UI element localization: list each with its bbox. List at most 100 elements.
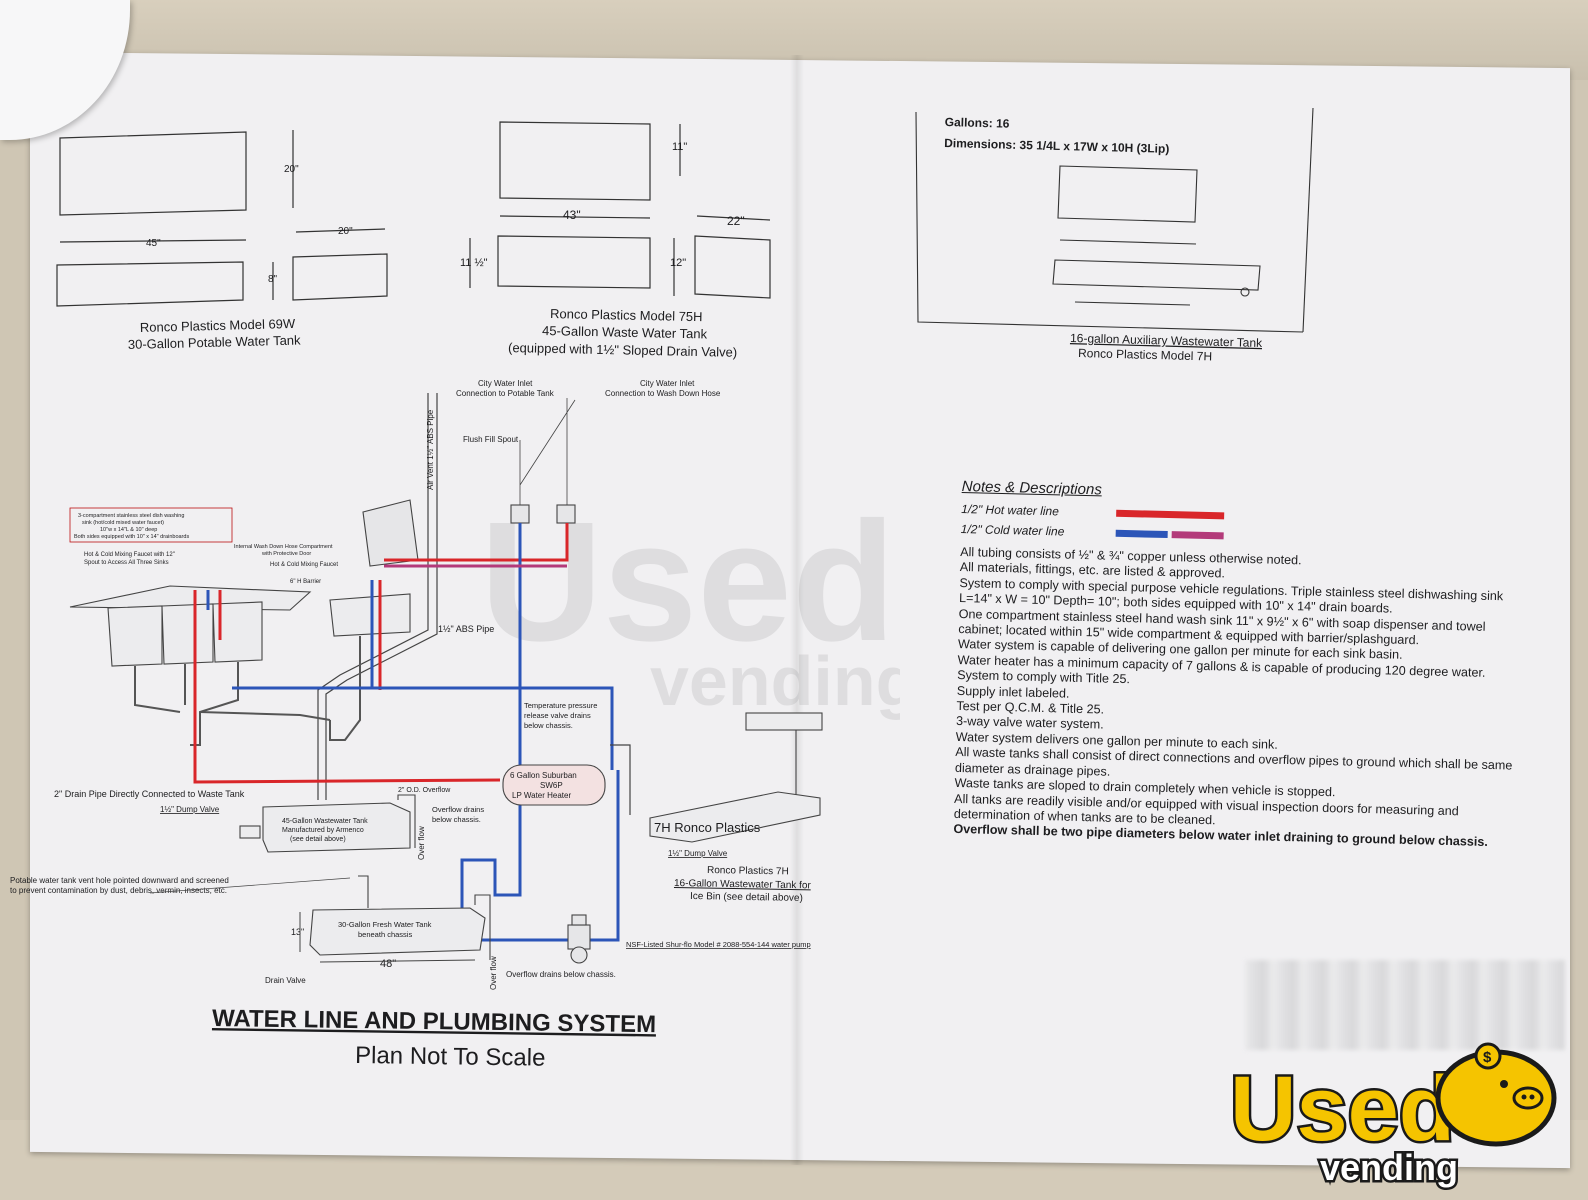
tank-7h-specs: Gallons: 16 Dimensions: 35 1/4L x 17W x …	[944, 112, 1170, 160]
city-inlets	[362, 499, 576, 567]
fresh-water-tank	[309, 875, 491, 960]
abs-pipe-label: 1½" ABS Pipe	[438, 624, 494, 634]
tank-75h-dim-w: 22"	[727, 214, 745, 228]
tank-75h-drawing	[469, 121, 771, 299]
tank-7h-top-view	[1057, 165, 1198, 223]
tank-7h-name: Ronco Plastics Model 7H	[1078, 346, 1212, 364]
ice-bin-label: 7H Ronco Plastics	[654, 820, 761, 835]
tank-69w-drawing	[56, 130, 388, 307]
water-pump	[567, 914, 591, 964]
tank-75h-name: Ronco Plastics Model 75H	[550, 306, 703, 324]
inlet-wash	[556, 504, 576, 524]
tank-69w-dim-d: 8"	[268, 274, 278, 285]
watermark-sub: vending	[650, 642, 900, 720]
logo-sub: vending	[1320, 1147, 1458, 1188]
waste-tank	[239, 794, 416, 853]
dim-line	[59, 239, 247, 243]
logo-word: Used	[1230, 1058, 1455, 1160]
sink-basin-1	[107, 605, 163, 667]
piggy-bank-icon: $	[1435, 1042, 1557, 1147]
page-fold	[790, 55, 804, 1165]
ice-dump-label: 1½" Dump Valve	[668, 849, 728, 858]
sink-note-2: sink (hot/cold mixed water faucet)	[82, 520, 164, 526]
tank-7h-frame	[915, 111, 1304, 333]
air-vent-label: Air Vent 1½" ABS Pipe	[426, 409, 435, 490]
watermark-word: Used	[480, 490, 896, 677]
ice-tank-label-1: Ronco Plastics 7H	[707, 865, 789, 877]
inlet-potable	[510, 504, 530, 524]
relief-pipe	[610, 744, 631, 815]
tank-69w-side-view	[292, 253, 388, 301]
tank-7h-drawing	[915, 107, 1314, 333]
heater-label-2: SW6P	[540, 781, 563, 790]
vent-hole-1: Potable water tank vent hole pointed dow…	[10, 876, 229, 885]
tank-69w-top-view	[59, 131, 247, 216]
blurred-stamp	[1245, 960, 1565, 1050]
svg-text:$: $	[1483, 1049, 1492, 1066]
fresh-tank-label-2: beneath chassis	[358, 930, 412, 939]
tank-69w-dim-w: 20"	[338, 226, 353, 237]
sink-basin-2	[161, 603, 214, 665]
city-inlet-wash-1: City Water Inlet	[640, 379, 695, 388]
diagram-title: WATER LINE AND PLUMBING SYSTEM	[212, 1005, 656, 1038]
od-overflow-label: 2" O.D. Overflow	[398, 787, 451, 794]
dim-line	[295, 228, 386, 233]
legend-hot-label: 1/2" Hot water line	[961, 501, 1060, 519]
waste-tank-label-3: (see detail above)	[290, 836, 346, 843]
drain-valve-label: Drain Valve	[265, 976, 306, 985]
cold-water-lines	[206, 523, 620, 942]
dim-line	[1059, 239, 1197, 245]
tank-75h-dim-l: 43"	[563, 208, 581, 222]
dim-line	[499, 215, 651, 219]
legend-mixed-swatch	[1171, 530, 1224, 539]
drain-pipe-label: 2" Drain Pipe Directly Connected to Wast…	[54, 789, 245, 799]
tank-75h-dim-h1: 11 ½"	[460, 257, 488, 269]
heater-label-1: 6 Gallon Suburban	[510, 771, 577, 780]
dish-sink	[69, 585, 411, 667]
sink-note-4: Both sides equipped with 10" x 14" drain…	[74, 534, 189, 540]
pump-label: NSF-Listed Shur-flo Model # 2088-554-144…	[626, 940, 811, 949]
faucet-label-3: Hot & Cold Mixing Faucet	[270, 562, 338, 568]
temp-valve-2: release valve drains	[524, 711, 591, 720]
temp-valve-1: Temperature pressure	[524, 701, 597, 710]
tank-75h-note: (equipped with 1½" Sloped Drain Valve)	[508, 340, 737, 360]
tank-75h-top-view	[499, 121, 651, 201]
faucet-label-2: Spout to Access All Three Sinks	[84, 560, 169, 566]
air-vent-pipe	[317, 393, 438, 800]
overflow-drains-2: below chassis.	[432, 815, 481, 824]
hose-comp-2: with Protective Door	[261, 551, 311, 557]
tank-69w-desc: 30-Gallon Potable Water Tank	[128, 332, 302, 352]
dim-line	[1074, 301, 1191, 306]
vent-hole-leader	[149, 877, 351, 894]
overflow-drains-1: Overflow drains	[432, 805, 484, 814]
sink-basin-3	[212, 601, 263, 663]
tank-75h-side-view	[694, 235, 771, 299]
over-flow-label: Over flow	[417, 826, 426, 860]
flush-fill-label: Flush Fill Spout	[463, 435, 519, 444]
tank-75h-front-view	[497, 235, 651, 289]
tank-7h-drain	[1240, 287, 1250, 297]
ice-tank-label-3: Ice Bin (see detail above)	[690, 891, 803, 904]
fresh-tank-label-1: 30-Gallon Fresh Water Tank	[338, 920, 432, 929]
legend-hot-swatch	[1116, 509, 1225, 519]
heater-label-3: LP Water Heater	[512, 791, 571, 800]
faucet-label-1: Hot & Cold Mixing Faucet with 12"	[84, 552, 175, 558]
watermark-logo: Used vending	[480, 490, 900, 720]
temp-valve-3: below chassis.	[524, 721, 573, 730]
tank-69w-dim-h: 20"	[284, 164, 299, 175]
waste-tank-label-1: 45-Gallon Wastewater Tank	[282, 818, 368, 825]
fresh-tank-dim-48: 48"	[380, 958, 396, 970]
vent-hole-2: to prevent contamination by dust, debris…	[10, 886, 227, 895]
legend-cold-label: 1/2" Cold water line	[960, 521, 1065, 539]
diagram-subtitle: Plan Not To Scale	[355, 1042, 546, 1072]
inlet-leaders	[519, 398, 576, 505]
city-inlet-potable-1: City Water Inlet	[478, 379, 533, 388]
tank-75h-dim-h2: 12"	[670, 257, 686, 269]
city-inlet-potable-2: Connection to Potable Tank	[456, 389, 555, 398]
tank-75h-dim-a: 11"	[672, 141, 687, 153]
fresh-tank-dim-13: 13"	[291, 927, 304, 937]
hand-sink	[329, 593, 411, 637]
tank-69w-front-view	[56, 261, 244, 307]
tank-69w-name: Ronco Plastics Model 69W	[140, 316, 296, 335]
